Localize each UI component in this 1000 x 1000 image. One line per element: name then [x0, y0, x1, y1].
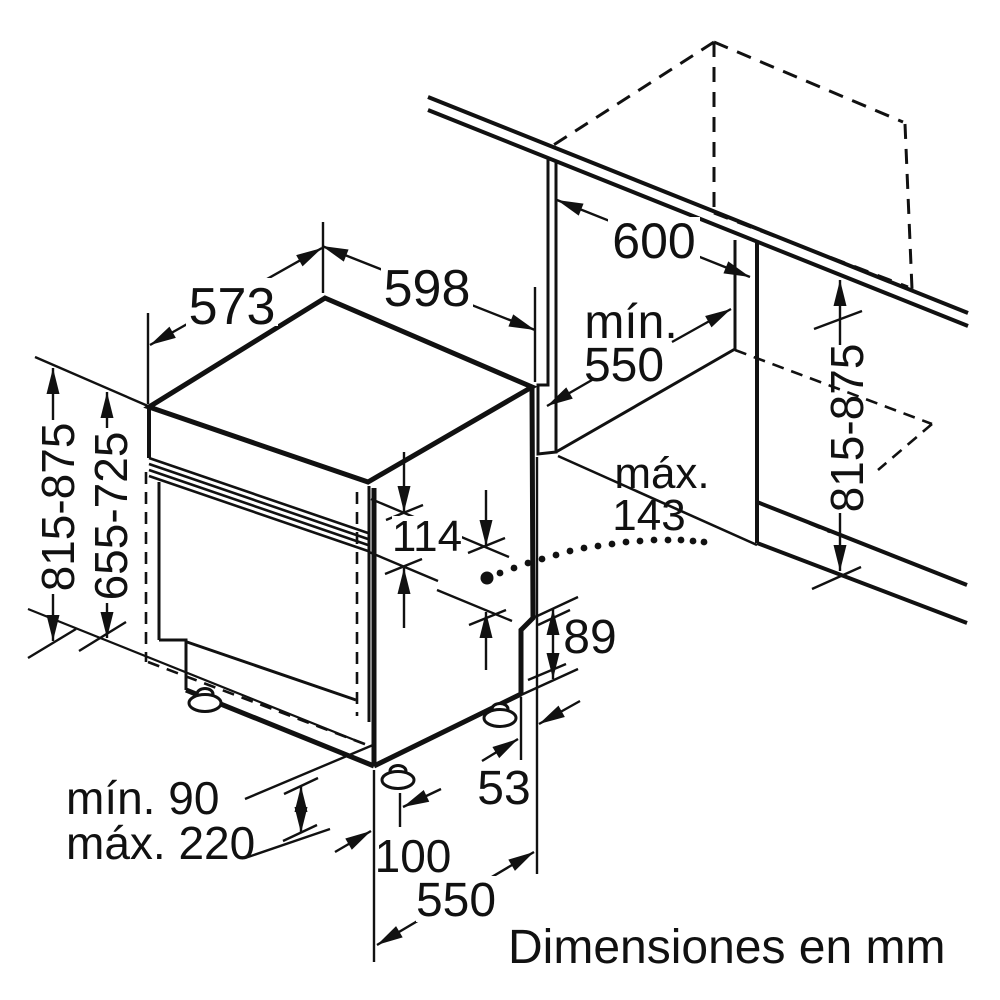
floor-line: [27, 607, 363, 745]
dim-label-niche-depth-value: 550: [584, 339, 664, 392]
dim-arrow-53: [538, 699, 581, 726]
dim-arrow-min550: [671, 307, 732, 344]
dimension-labels: 573 598 600 mín. 550 815-875 655-725 114…: [32, 213, 945, 974]
dim-label-rear-foot-offset: 53: [477, 762, 530, 815]
dim-label-max-clearance-value: 143: [612, 491, 685, 540]
dim-label-front-foot-offset: 100: [375, 830, 452, 882]
dim-arrow-53: [481, 737, 519, 763]
dim-label-plinth-max: máx. 220: [66, 817, 255, 869]
dimension-ticks: [27, 309, 863, 843]
hidden-floor-edge: [877, 423, 933, 471]
dim-label-niche-depth-min: mín.: [584, 296, 677, 349]
dim-label-max-clearance: máx.: [614, 449, 709, 498]
dim-label-top-width: 598: [384, 260, 471, 318]
worktop: [427, 95, 969, 328]
label-backgrounds: [186, 217, 700, 922]
dim-arrow-min550: [546, 378, 593, 408]
dim-label-control-panel-height: 114: [392, 512, 462, 561]
dim-label-niche-height-right: 815-875: [821, 344, 873, 513]
hidden-floor-edge: [734, 348, 933, 426]
leader-dot-large: [480, 571, 494, 585]
niche-volume-dashed: [551, 40, 914, 290]
dim-label-base-depth: 550: [416, 874, 496, 927]
dim-arrow-100: [402, 787, 442, 809]
hidden-floor-edge: [771, 506, 831, 534]
diagram-title: Dimensiones en mm: [508, 921, 945, 974]
control-panel-ribs: [148, 456, 369, 553]
dim-label-door-height: 655-725: [85, 432, 137, 601]
dim-label-plinth-min: mín. 90: [66, 772, 219, 824]
dim-label-notch-height: 89: [563, 611, 616, 664]
dim-label-top-depth: 573: [189, 278, 276, 336]
adjustable-foot: [380, 764, 416, 790]
dim-label-height-total-left: 815-875: [32, 423, 84, 592]
dotted-leader: [480, 536, 708, 585]
dim-arrow-100: [334, 829, 372, 854]
dishwasher-outline: [27, 295, 538, 790]
dim-label-niche-width: 600: [612, 213, 695, 269]
adjustable-foot: [482, 702, 518, 728]
